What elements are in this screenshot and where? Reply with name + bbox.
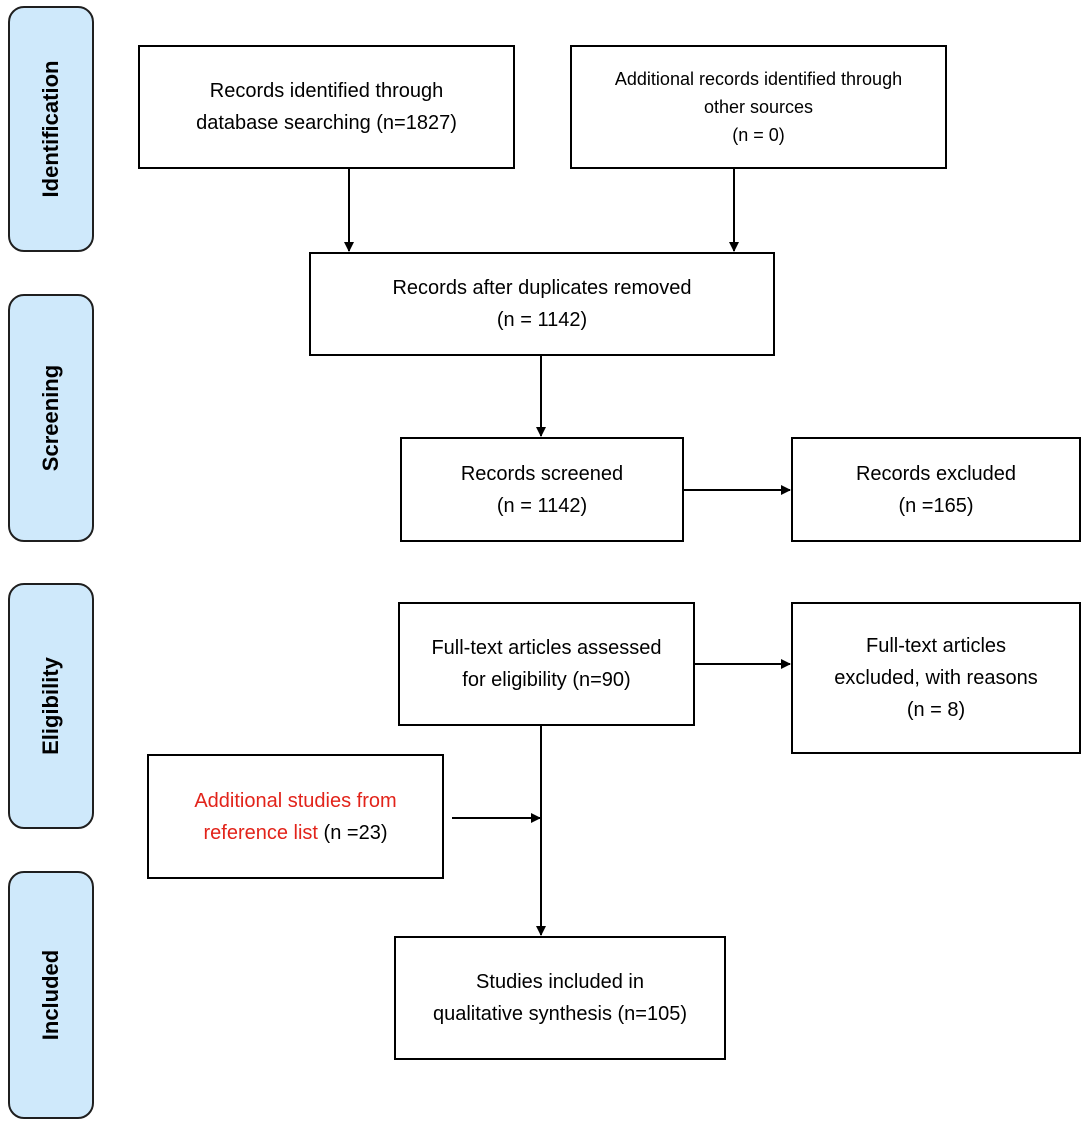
records-screened-line1: Records screened — [460, 462, 624, 485]
stage-identification: Identification — [8, 6, 94, 252]
additional-studies-line2: reference list (n =23) — [204, 817, 388, 849]
stage-eligibility: Eligibility — [8, 583, 94, 829]
fulltext-excluded-line3: (n = 8) — [906, 699, 966, 721]
duplicates-removed-line2: (n = 1142) — [496, 309, 588, 331]
fulltext-assessed-line2: for eligibility (n=90) — [462, 669, 631, 691]
fulltext-excluded-line2: excluded, with reasons — [834, 667, 1038, 689]
fulltext-excluded-line1: Full-text articles — [865, 635, 1007, 657]
database-records-box: Records identified through database sear… — [138, 45, 515, 169]
stage-screening: Screening — [8, 294, 94, 542]
other-sources-line2: other sources — [703, 97, 814, 117]
fulltext-assessed-box: Full-text articles assessed for eligibil… — [398, 602, 695, 726]
records-excluded-line2: (n =165) — [898, 494, 974, 517]
database-records-line2: database searching (n=1827) — [196, 112, 457, 134]
records-excluded-box: Records excluded (n =165) — [791, 437, 1081, 542]
other-sources-line3: (n = 0) — [732, 125, 785, 145]
reference-list-text: reference list — [203, 821, 319, 844]
records-excluded-line1: Records excluded — [855, 462, 1017, 485]
records-screened-box: Records screened (n = 1142) — [400, 437, 684, 542]
included-studies-box: Studies included in qualitative synthesi… — [394, 936, 726, 1060]
additional-studies-box: Additional studies from reference list (… — [147, 754, 444, 879]
fulltext-assessed-line1: Full-text articles assessed — [431, 637, 662, 659]
additional-studies-count: (n =23) — [318, 821, 388, 844]
stage-included: Included — [8, 871, 94, 1119]
records-screened-line2: (n = 1142) — [496, 494, 588, 517]
included-studies-line2: qualitative synthesis (n=105) — [432, 1003, 688, 1025]
database-records-line1: Records identified through — [209, 80, 444, 102]
fulltext-excluded-box: Full-text articles excluded, with reason… — [791, 602, 1081, 754]
additional-studies-line1: Additional studies from — [194, 789, 397, 812]
other-sources-line1: Additional records identified through — [614, 69, 903, 89]
duplicates-removed-line1: Records after duplicates removed — [392, 277, 692, 299]
other-sources-box: Additional records identified through ot… — [570, 45, 947, 169]
included-studies-line1: Studies included in — [476, 971, 644, 993]
duplicates-removed-box: Records after duplicates removed (n = 11… — [309, 252, 775, 356]
